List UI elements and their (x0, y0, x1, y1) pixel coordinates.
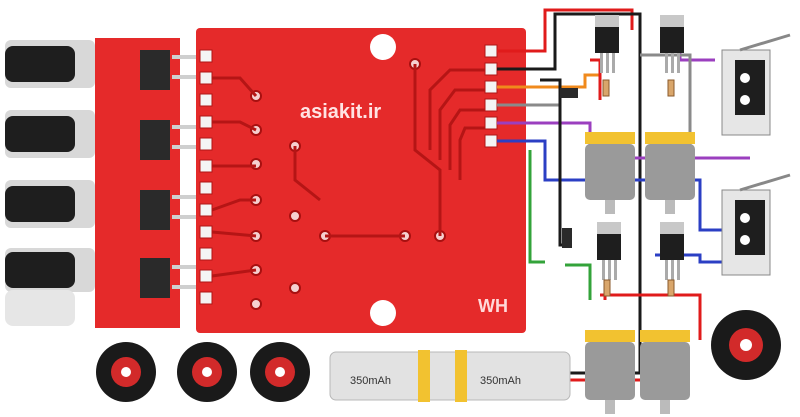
regulator-4 (660, 222, 684, 280)
ir-receiver-4 (5, 252, 75, 288)
ir-receiver-1 (5, 46, 75, 82)
regulator-1 (595, 15, 619, 73)
main-pcb: asiakit.ir WH (196, 28, 526, 333)
trimmer-3 (140, 190, 170, 230)
wheels (96, 310, 781, 402)
motor-bottom-left (585, 330, 635, 414)
motor-top-right (645, 132, 695, 214)
motor-top-left (585, 132, 635, 214)
silk-label: WH (478, 296, 508, 316)
trimmer-4 (140, 258, 170, 298)
ir-led-5 (5, 290, 75, 326)
ir-sensor-array (5, 38, 198, 328)
ir-receiver-2 (5, 116, 75, 152)
regulator-2 (660, 15, 684, 73)
wheel-3 (250, 342, 310, 402)
wheel-4 (711, 310, 781, 380)
pcb-body (196, 28, 526, 333)
motors (585, 132, 695, 414)
resistors (560, 79, 675, 297)
wheel-2 (177, 342, 237, 402)
limit-switches (721, 33, 791, 276)
wheel-1 (96, 342, 156, 402)
limit-switch-1 (721, 33, 791, 136)
ir-receiver-3 (5, 186, 75, 222)
battery-label-2: 350mAh (480, 375, 521, 387)
limit-switch-2 (721, 173, 791, 276)
battery-body (329, 351, 571, 401)
regulators (595, 15, 684, 280)
mount-hole-bottom (370, 300, 396, 326)
watermark-text: asiakit.ir (300, 101, 381, 123)
battery-label-1: 350mAh (350, 375, 391, 387)
trimmer-1 (140, 50, 170, 90)
battery-tape-1 (418, 350, 430, 402)
motor-bottom-right (640, 330, 690, 414)
battery-tape-2 (455, 350, 467, 402)
trimmer-2 (140, 120, 170, 160)
battery-pack: 350mAh 350mAh (329, 350, 571, 402)
regulator-3 (597, 222, 621, 280)
mount-hole-top (370, 34, 396, 60)
